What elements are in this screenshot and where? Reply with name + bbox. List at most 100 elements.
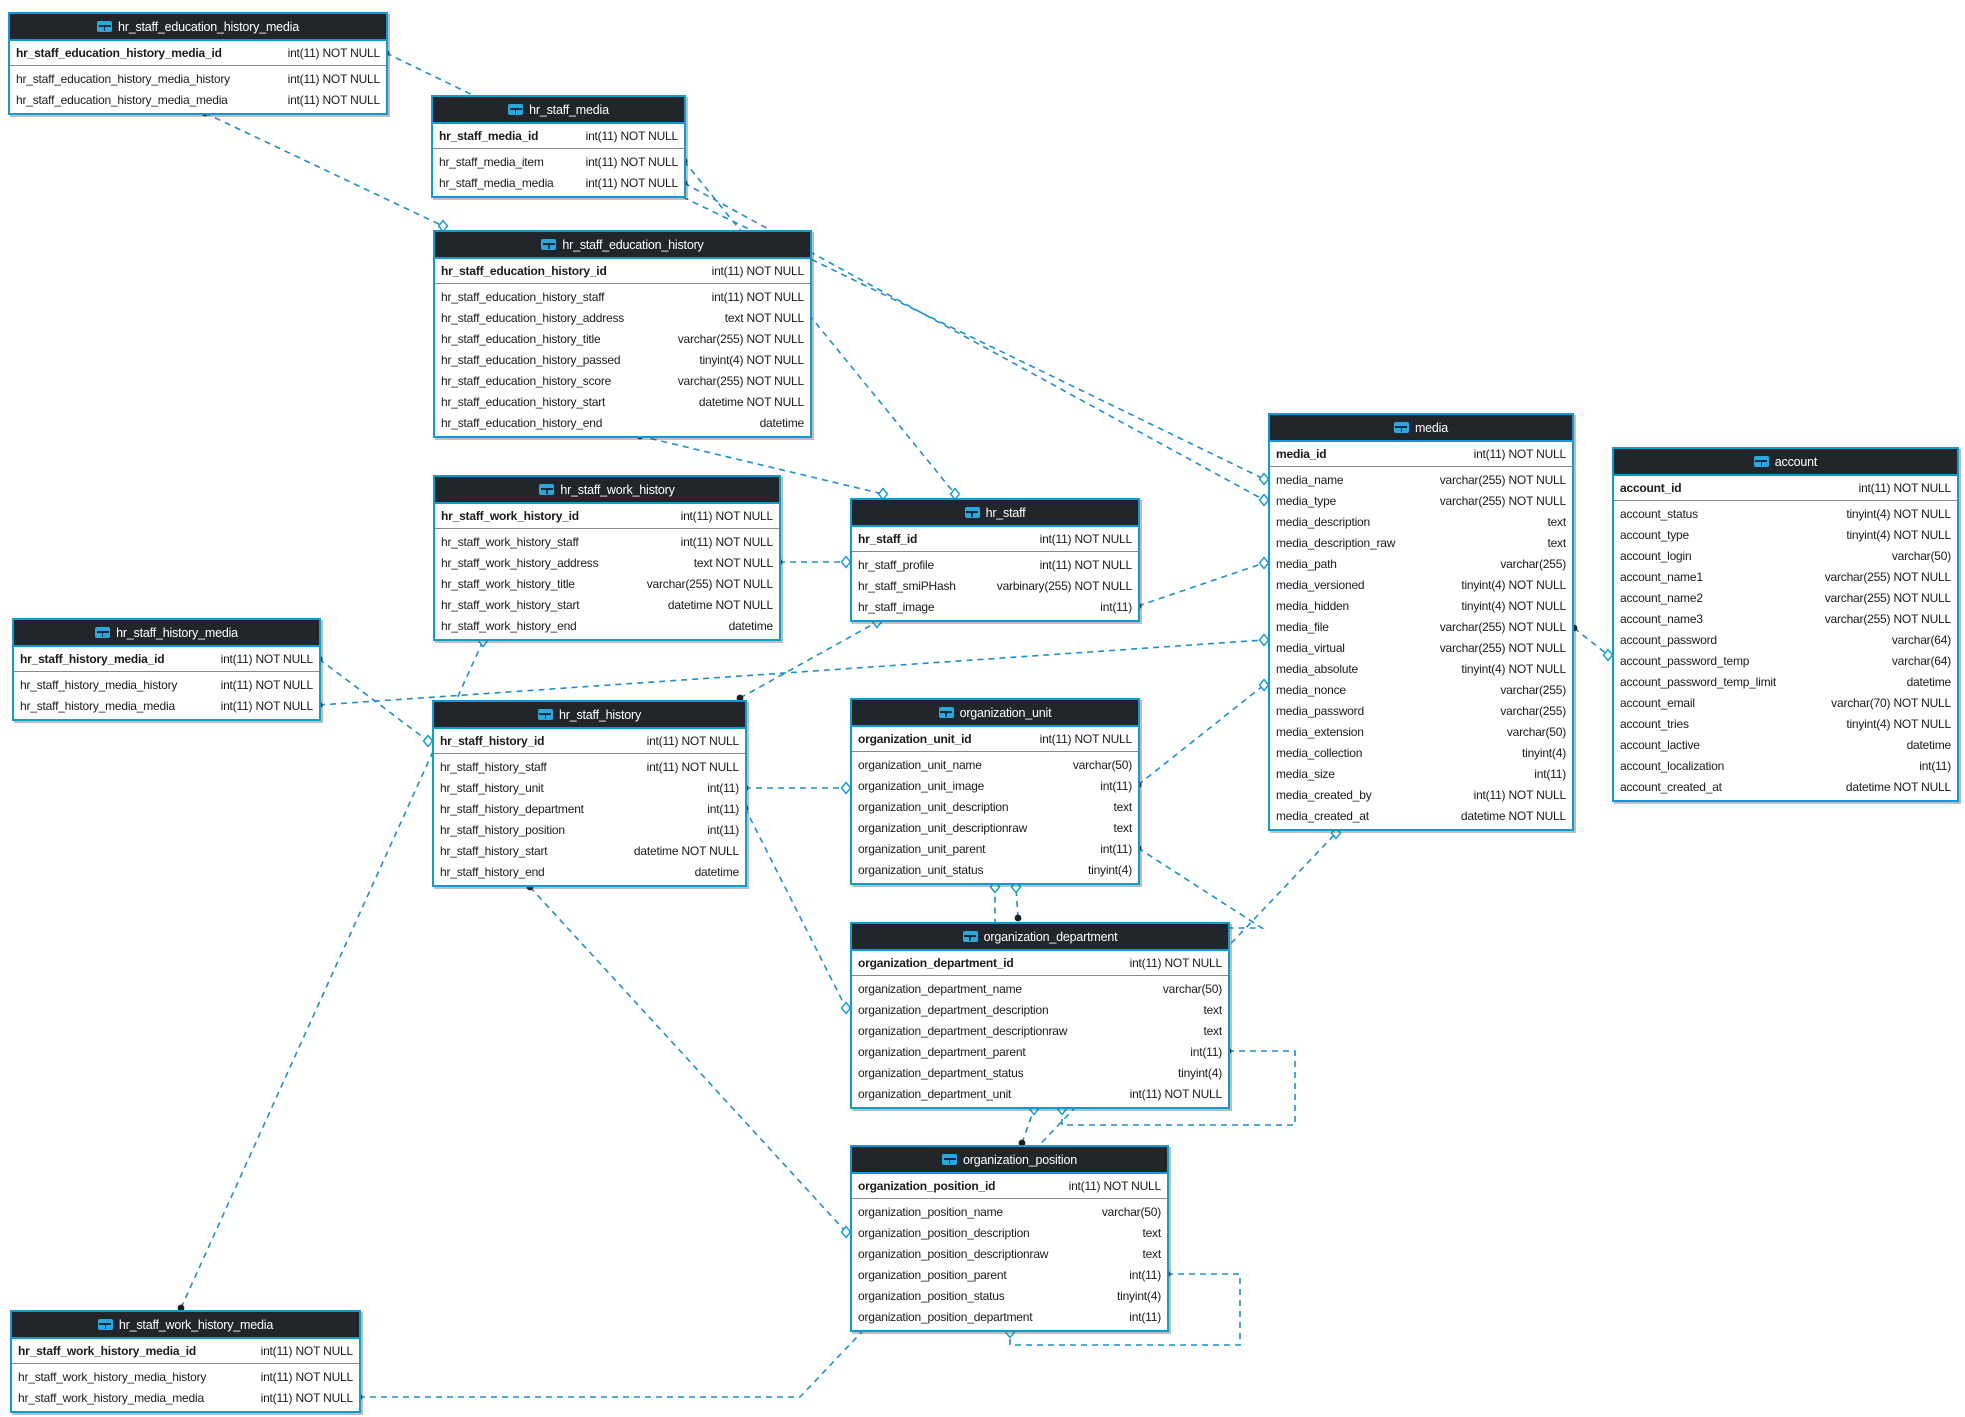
column-name: media_path [1276, 556, 1337, 571]
column-name: organization_position_descriptionraw [858, 1246, 1049, 1261]
column-type: datetime [694, 864, 740, 879]
relationship-organization_position_parent-self[interactable] [1009, 1273, 1241, 1346]
column-name: organization_position_description [858, 1225, 1030, 1240]
relationship-organization_position_department-to-organization_department[interactable] [1021, 1108, 1035, 1144]
column-name: hr_staff_profile [858, 557, 934, 572]
relationship-hr_staff_history_department-to-organization_department[interactable] [744, 807, 847, 1009]
relationship-media_created_by-to-account[interactable] [1573, 627, 1609, 656]
column-type: varchar(255) [1500, 703, 1566, 718]
column-row: media_collection tinyint(4) [1270, 742, 1572, 763]
table-header[interactable]: hr_staff [852, 500, 1138, 527]
table-header[interactable]: hr_staff_education_history [435, 232, 810, 259]
column-type: tinyint(4) NOT NULL [1461, 598, 1566, 613]
table-hr_staff_work_history[interactable]: hr_staff_work_history hr_staff_work_hist… [433, 475, 781, 641]
table-icon [964, 507, 980, 518]
column-type: tinyint(4) [1177, 1065, 1222, 1080]
table-hr_staff_media[interactable]: hr_staff_media hr_staff_media_id int(11)… [431, 95, 686, 198]
table-organization_unit[interactable]: organization_unit organization_unit_id i… [850, 698, 1140, 885]
relationship-hr_staff_history_position-to-organization_position[interactable] [529, 886, 847, 1233]
column-name: hr_staff_work_history_media_media [18, 1390, 204, 1405]
column-row: organization_department_name varchar(50) [852, 978, 1228, 999]
column-name: organization_unit_description [858, 799, 1009, 814]
table-hr_staff_education_history[interactable]: hr_staff_education_history hr_staff_educ… [433, 230, 812, 438]
column-type: int(11) NOT NULL [585, 175, 679, 190]
column-name: hr_staff_work_history_end [441, 618, 577, 633]
table-header[interactable]: hr_staff_media [433, 97, 684, 124]
column-row: hr_staff_education_history_passed tinyin… [435, 349, 810, 370]
table-media[interactable]: media media_id int(11) NOT NULL media_na… [1268, 413, 1574, 831]
column-type: text [1203, 1002, 1222, 1017]
pk-row: hr_staff_work_history_id int(11) NOT NUL… [435, 504, 779, 529]
column-type: varchar(50) [1072, 757, 1132, 772]
table-header[interactable]: organization_unit [852, 700, 1138, 727]
table-hr_staff[interactable]: hr_staff hr_staff_id int(11) NOT NULL hr… [850, 498, 1140, 622]
table-title: account [1774, 454, 1818, 469]
column-row: hr_staff_work_history_title varchar(255)… [435, 573, 779, 594]
column-row: organization_unit_status tinyint(4) [852, 859, 1138, 880]
table-header[interactable]: organization_position [852, 1147, 1167, 1174]
column-name: account_password_temp_limit [1620, 674, 1777, 689]
table-icon [942, 1154, 958, 1165]
table-title: hr_staff [985, 505, 1026, 520]
relationship-hr_staff_education_history_media_history-to-hr_staff_education_history[interactable] [204, 112, 444, 227]
column-name: account_status [1620, 506, 1698, 521]
column-type: int(11) [1129, 1267, 1161, 1282]
column-type: datetime [728, 618, 774, 633]
table-header[interactable]: hr_staff_history_media [14, 620, 319, 647]
relationship-hr_staff_education_history_staff-to-hr_staff[interactable] [639, 435, 884, 495]
column-type: text [1142, 1225, 1161, 1240]
column-row: organization_unit_image int(11) [852, 775, 1138, 796]
relationship-hr_staff_image-to-media[interactable] [1137, 562, 1265, 607]
column-name: hr_staff_education_history_staff [441, 289, 605, 304]
table-header[interactable]: account [1614, 449, 1957, 476]
table-columns: hr_staff_profile int(11) NOT NULL hr_sta… [852, 552, 1138, 620]
column-type: int(11) [707, 822, 739, 837]
column-row: organization_position_name varchar(50) [852, 1201, 1167, 1222]
column-row: media_hidden tinyint(4) NOT NULL [1270, 595, 1572, 616]
table-organization_position[interactable]: organization_position organization_posit… [850, 1145, 1169, 1332]
table-hr_staff_history[interactable]: hr_staff_history hr_staff_history_id int… [432, 700, 747, 887]
relationship-hr_staff_work_history_media_media-to-media[interactable] [359, 832, 1337, 1398]
column-row: hr_staff_work_history_media_history int(… [12, 1366, 359, 1387]
pk-column-name: organization_department_id [858, 956, 1014, 970]
column-type: tinyint(4) [1116, 1288, 1161, 1303]
column-type: varchar(70) NOT NULL [1831, 695, 1951, 710]
table-hr_staff_work_history_media[interactable]: hr_staff_work_history_media hr_staff_wor… [10, 1310, 361, 1413]
relationship-hr_staff_media_item-to-hr_staff[interactable] [683, 160, 956, 495]
relationship-organization_unit_image-to-media[interactable] [1137, 684, 1265, 786]
column-type: text [1113, 820, 1132, 835]
relationship-hr_staff_history_media_media-to-media[interactable] [318, 639, 1265, 706]
column-type: int(11) [1100, 841, 1132, 856]
pk-column-name: hr_staff_work_history_media_id [18, 1344, 197, 1358]
table-header[interactable]: media [1270, 415, 1572, 442]
pk-column-type: int(11) NOT NULL [220, 652, 314, 666]
column-name: organization_position_status [858, 1288, 1005, 1303]
table-account[interactable]: account account_id int(11) NOT NULL acco… [1612, 447, 1959, 802]
column-type: varchar(50) [1162, 981, 1222, 996]
pk-row: hr_staff_history_id int(11) NOT NULL [434, 729, 745, 754]
column-name: organization_position_department [858, 1309, 1033, 1324]
pk-column-name: hr_staff_education_history_media_id [16, 46, 222, 60]
relationship-organization_department_parent-self[interactable] [1061, 1050, 1296, 1126]
pk-column-type: int(11) NOT NULL [711, 264, 805, 278]
table-hr_staff_education_history_media[interactable]: hr_staff_education_history_media hr_staf… [8, 12, 388, 115]
column-row: hr_staff_image int(11) [852, 596, 1138, 617]
pk-column-type: int(11) NOT NULL [680, 509, 774, 523]
table-header[interactable]: organization_department [852, 924, 1228, 951]
table-header[interactable]: hr_staff_work_history [435, 477, 779, 504]
table-title: hr_staff_history [558, 707, 642, 722]
column-name: hr_staff_smiPHash [858, 578, 956, 593]
table-header[interactable]: hr_staff_history [434, 702, 745, 729]
table-title: hr_staff_education_history_media [118, 19, 299, 34]
relationship-hr_staff_history_media_history-to-hr_staff_history[interactable] [318, 658, 429, 742]
relationship-hr_staff_education_history_media_media-to-media[interactable] [385, 52, 1265, 480]
column-name: organization_department_descriptionraw [858, 1023, 1068, 1038]
table-header[interactable]: hr_staff_education_history_media [10, 14, 386, 41]
table-header[interactable]: hr_staff_work_history_media [12, 1312, 359, 1339]
column-row: account_password_temp_limit datetime [1614, 671, 1957, 692]
table-hr_staff_history_media[interactable]: hr_staff_history_media hr_staff_history_… [12, 618, 321, 721]
relationship-hr_staff_history_staff-to-hr_staff[interactable] [739, 621, 878, 699]
table-title: hr_staff_work_history_media [118, 1317, 274, 1332]
table-organization_department[interactable]: organization_department organization_dep… [850, 922, 1230, 1109]
